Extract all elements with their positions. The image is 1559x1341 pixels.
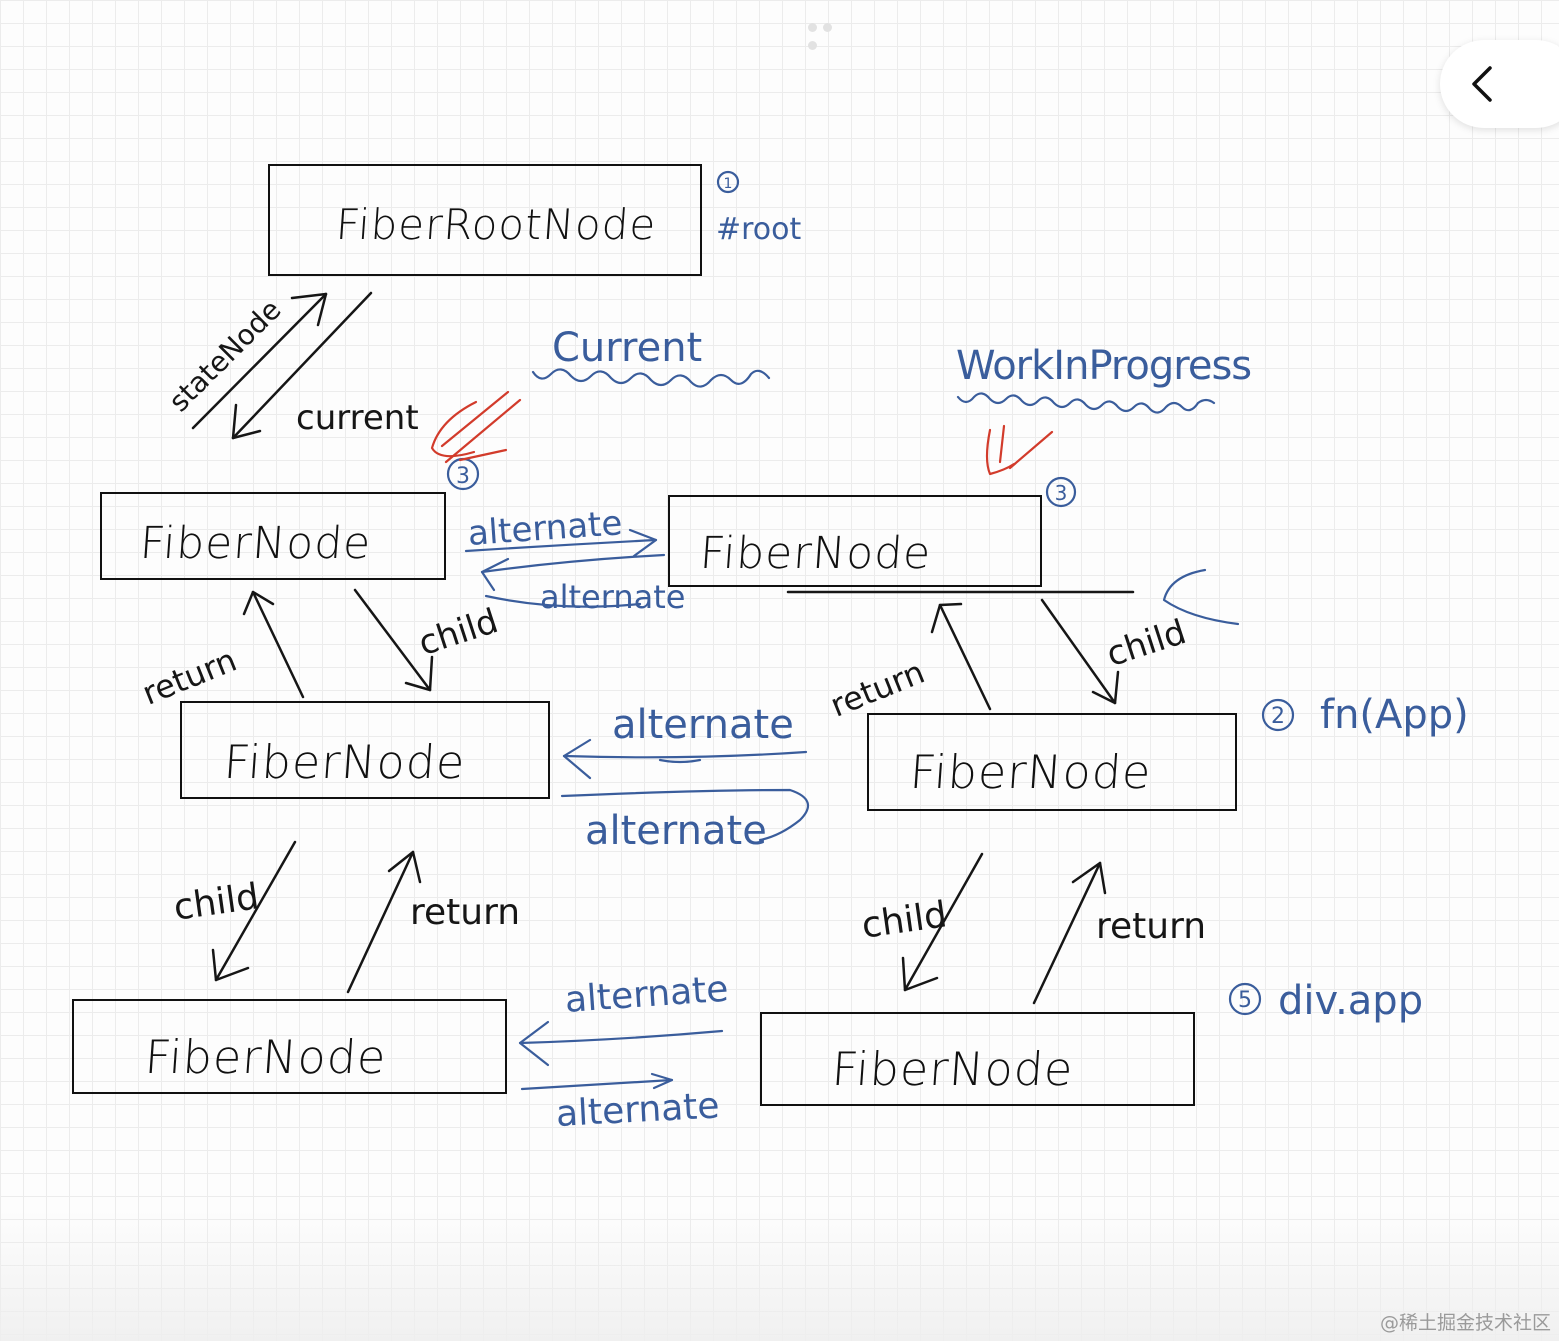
child-arrowhead-left-lower xyxy=(211,948,250,982)
alternate-label-mid-lower: alternate xyxy=(585,808,767,854)
child-arrow-right-lower xyxy=(903,852,984,992)
child-arrowhead-right-lower xyxy=(901,956,939,992)
return-arrowhead-right-lower xyxy=(1071,861,1107,895)
current-tree-label: Current xyxy=(552,325,703,371)
dot-icon xyxy=(823,23,832,32)
step-digit-div: 5 xyxy=(1238,988,1252,1013)
red-arrow-current-stroke-3 xyxy=(458,448,508,462)
app-name-label: fn(App) xyxy=(1320,692,1469,738)
wip-tree-squiggle xyxy=(956,392,1216,414)
fiber-node-wip-bottom-box xyxy=(760,1012,1195,1106)
alternate-arrowhead-bottom-left xyxy=(518,1020,550,1067)
current-pointer-label: current xyxy=(296,398,419,438)
return-arrow-right-upper xyxy=(938,603,992,711)
back-button[interactable] xyxy=(1440,40,1559,128)
red-arrow-current xyxy=(430,400,478,458)
red-arrow-current-stroke-2 xyxy=(440,390,510,448)
return-arrow-left-upper xyxy=(251,590,305,699)
step-digit-app: 2 xyxy=(1271,704,1285,729)
state-node-arrowhead xyxy=(290,292,328,327)
alternate-arrowhead-top-left xyxy=(480,557,510,592)
step-digit-current: 3 xyxy=(456,464,470,489)
chevron-left-icon xyxy=(1472,66,1492,102)
current-pointer-arrowhead xyxy=(231,403,262,440)
child-arrowhead-right-upper xyxy=(1091,670,1120,705)
red-arrow-wip-3 xyxy=(998,424,1006,464)
alternate-swash-top xyxy=(484,594,642,608)
page-indicator-dots xyxy=(808,19,852,50)
red-arrow-wip-1 xyxy=(985,428,1016,476)
state-node-arrow xyxy=(191,292,328,430)
return-arrowhead-right-upper xyxy=(930,602,963,634)
child-arrow-right-upper xyxy=(1040,598,1117,705)
step-circle-app xyxy=(1261,698,1295,732)
alternate-underline-mid xyxy=(658,758,702,764)
fiber-node-wip-top-box xyxy=(668,495,1042,587)
current-tree-squiggle xyxy=(531,368,771,388)
step-digit-root: 1 xyxy=(724,176,733,192)
return-arrowhead-left-lower xyxy=(387,850,422,884)
dot-icon xyxy=(808,41,817,50)
alternate-arrowhead-bottom-right xyxy=(650,1072,674,1090)
watermark: @稀土掘金技术社区 xyxy=(1379,1312,1551,1334)
bottom-fade xyxy=(0,1210,1559,1341)
alternate-arrowhead-mid-left xyxy=(562,738,592,780)
child-arrowhead-left-upper xyxy=(404,655,434,692)
alternate-arrow-mid-left xyxy=(562,750,808,759)
alternate-arrow-bottom-left xyxy=(518,1029,724,1045)
wip-tree-label: WorkInProgress xyxy=(956,343,1252,389)
current-pointer-arrow xyxy=(231,291,373,440)
alternate-arrowhead-top-right xyxy=(628,528,658,558)
fiber-node-current-bottom-box xyxy=(72,999,507,1094)
alternate-arrow-bottom-right xyxy=(520,1078,674,1091)
fiber-node-current-top-box xyxy=(100,492,446,580)
return-label-left-lower: return xyxy=(410,892,521,933)
alternate-label-mid-upper: alternate xyxy=(612,702,794,748)
alternate-arrow-top-left xyxy=(480,553,666,574)
return-arrow-left-lower xyxy=(346,850,415,994)
return-arrow-right-lower xyxy=(1032,861,1102,1005)
step-circle-div xyxy=(1228,982,1262,1016)
alternate-arrow-mid-right xyxy=(560,788,810,842)
dot-icon xyxy=(808,23,817,32)
alternate-arrow-top-right xyxy=(464,538,658,553)
fiber-node-wip-mid-box xyxy=(867,713,1237,811)
child-swash-right xyxy=(1162,568,1240,626)
alternate-label-top-lower: alternate xyxy=(540,578,686,616)
root-id-label: #root xyxy=(716,212,802,247)
step-circle-wip xyxy=(1045,476,1077,508)
child-arrow-left-upper xyxy=(353,588,432,692)
div-name-label: div.app xyxy=(1278,978,1424,1024)
fiber-node-current-mid-box xyxy=(180,701,550,799)
red-arrow-wip-2 xyxy=(1008,430,1054,470)
fiber-root-node-box xyxy=(268,164,702,276)
return-label-right-lower: return xyxy=(1096,906,1207,947)
child-arrow-left-lower xyxy=(214,840,297,982)
step-digit-wip: 3 xyxy=(1055,481,1068,505)
return-arrowhead-left-upper xyxy=(242,590,275,616)
step-circle-root xyxy=(716,170,740,194)
red-arrow-current-stroke-1 xyxy=(444,398,522,464)
